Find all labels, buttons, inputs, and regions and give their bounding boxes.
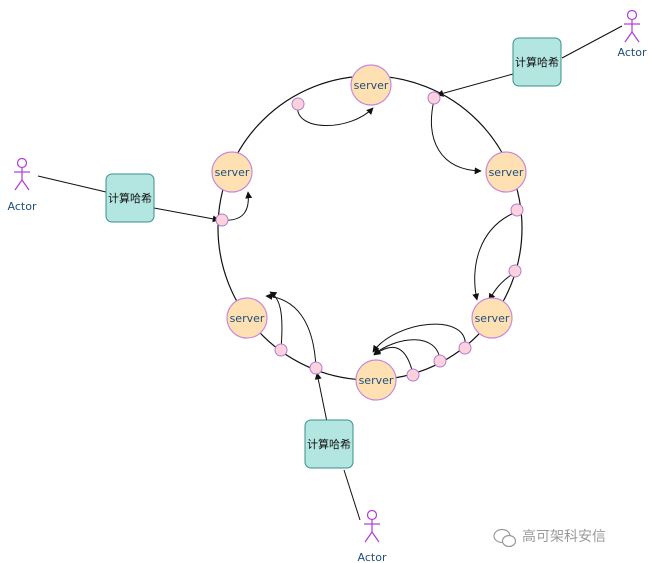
server-label: server	[354, 79, 389, 92]
server-label: server	[359, 374, 394, 387]
server-label: server	[489, 166, 524, 179]
wechat-icon	[493, 528, 517, 548]
hash-box[interactable]: 计算哈希	[304, 419, 354, 469]
actor-figure	[364, 509, 380, 543]
ring-node	[427, 91, 441, 105]
server-node[interactable]: server	[355, 359, 397, 401]
route-arrow-2	[430, 99, 482, 175]
ring-node	[433, 354, 447, 368]
server-node[interactable]: server	[471, 297, 513, 339]
hash-to-ring-arrow-bottom	[314, 372, 328, 423]
route-arrow-3	[472, 211, 517, 301]
watermark-text: 高可架科安信	[522, 528, 606, 545]
server-label: server	[230, 312, 265, 325]
ring-node	[510, 203, 524, 217]
hash-box[interactable]: 计算哈希	[105, 173, 155, 223]
server-node[interactable]: server	[211, 151, 253, 193]
server-label: server	[475, 312, 510, 325]
route-arrow-7	[373, 346, 414, 375]
hash-label: 计算哈希	[515, 55, 559, 69]
actor-figure	[14, 157, 30, 191]
route-arrow-5	[372, 323, 466, 353]
actor-to-hash-line-top-right	[561, 25, 623, 59]
actor-figure	[624, 9, 640, 43]
hash-ring	[217, 75, 523, 381]
ring-node	[309, 361, 323, 375]
ring-node	[215, 213, 229, 227]
actor-label: Actor	[8, 200, 37, 213]
server-label: server	[215, 166, 250, 179]
ring-node	[508, 264, 522, 278]
actor-label: Actor	[618, 46, 647, 59]
hash-to-ring-arrow-top-right	[436, 73, 514, 97]
actor-to-hash-line-bottom	[343, 469, 361, 521]
route-arrow-1	[297, 103, 374, 126]
ring-node	[291, 97, 305, 111]
actor-to-hash-line-left	[37, 175, 107, 193]
route-arrow-9	[269, 291, 283, 350]
actor-label: Actor	[358, 551, 387, 563]
hash-box[interactable]: 计算哈希	[512, 37, 562, 87]
ring-node	[406, 368, 420, 382]
ring-node	[274, 343, 288, 357]
server-node[interactable]: server	[485, 151, 527, 193]
hash-label: 计算哈希	[108, 191, 152, 205]
ring-node	[458, 341, 472, 355]
hash-to-ring-arrow-left	[153, 207, 220, 223]
hash-label: 计算哈希	[307, 437, 351, 451]
route-arrow-6	[373, 339, 441, 361]
server-node[interactable]: server	[226, 297, 268, 339]
server-node[interactable]: server	[350, 64, 392, 106]
